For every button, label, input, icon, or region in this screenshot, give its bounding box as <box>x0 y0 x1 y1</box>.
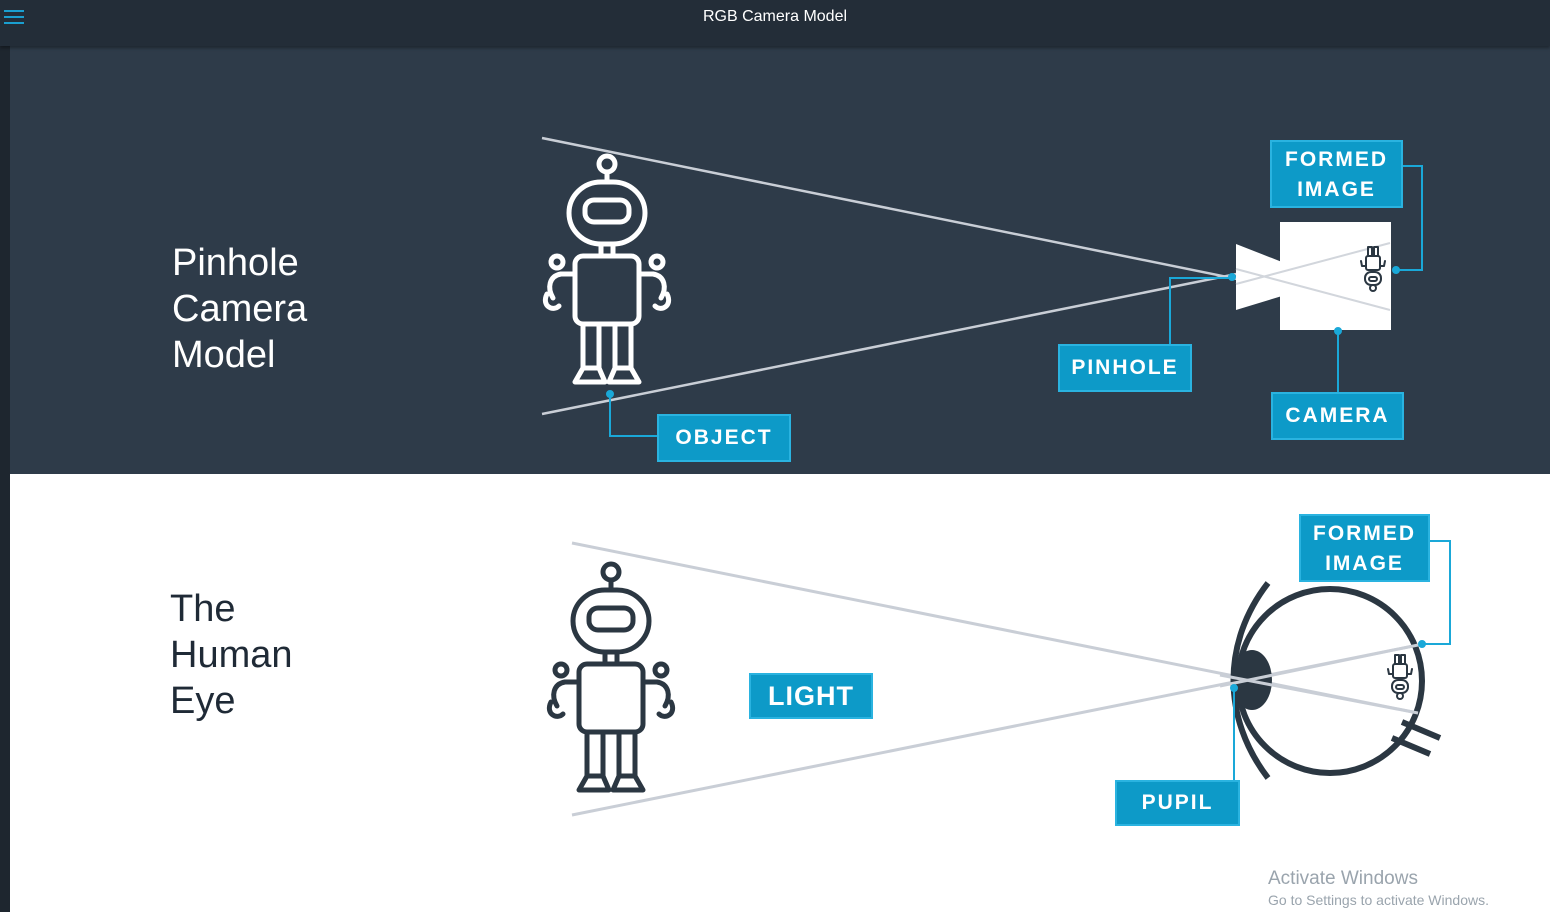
left-edge-strip <box>0 46 10 912</box>
label-line: FORMED <box>1313 522 1416 545</box>
label-line: FORMED <box>1285 148 1388 171</box>
robot-object-icon <box>549 564 672 790</box>
eye-light-rays <box>571 541 1419 817</box>
title-line: Model <box>172 334 276 376</box>
label-text: PUPIL <box>1141 791 1214 814</box>
camera-icon <box>1235 222 1391 330</box>
eye-icon <box>1230 581 1442 780</box>
title-line: The <box>170 588 236 630</box>
object-label: OBJECT <box>657 414 791 462</box>
pinhole-callout-lines <box>606 165 1423 437</box>
label-line: IMAGE <box>1297 178 1376 201</box>
label-text: CAMERA <box>1285 404 1390 427</box>
eye-inner-rays <box>1219 643 1419 715</box>
eye-section-title: The Human Eye <box>170 586 293 724</box>
hamburger-menu-icon[interactable] <box>4 8 26 26</box>
formed-image-label: FORMED IMAGE <box>1299 514 1430 582</box>
watermark-title: Activate Windows <box>1268 868 1418 889</box>
pinhole-label: PINHOLE <box>1058 344 1192 392</box>
pinhole-section-title: Pinhole Camera Model <box>172 240 307 378</box>
label-text: LIGHT <box>768 681 854 711</box>
title-line: Eye <box>170 680 236 722</box>
title-line: Camera <box>172 288 308 330</box>
camera-label: CAMERA <box>1271 392 1404 440</box>
eye-callout-lines <box>1230 540 1451 780</box>
title-line: Pinhole <box>172 242 299 284</box>
label-text: OBJECT <box>675 426 773 449</box>
label-text: PINHOLE <box>1071 356 1179 379</box>
window-title: RGB Camera Model <box>702 8 848 25</box>
pupil-label: PUPIL <box>1115 780 1240 826</box>
inverted-robot-image-icon <box>1387 654 1413 700</box>
watermark-subtitle: Go to Settings to activate Windows. <box>1268 892 1489 908</box>
title-line: Human <box>170 634 293 676</box>
label-line: IMAGE <box>1325 552 1404 575</box>
activate-windows-watermark: Activate Windows Go to Settings to activ… <box>1268 868 1489 908</box>
formed-image-label: FORMED IMAGE <box>1270 140 1403 208</box>
app-header: RGB Camera Model <box>0 0 1550 46</box>
robot-object-icon <box>545 156 668 382</box>
light-label: LIGHT <box>749 673 873 719</box>
